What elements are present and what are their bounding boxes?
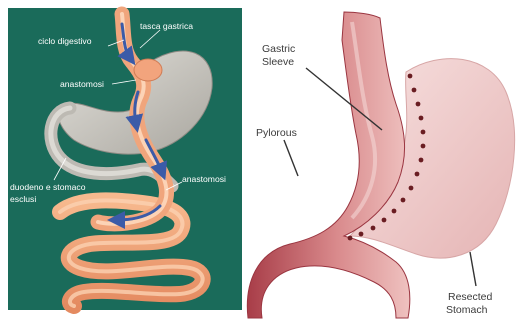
label-excluded-line2: esclusi	[10, 194, 36, 204]
label-gastric-line1: Gastric	[262, 43, 295, 55]
label-resected-line1: Resected	[448, 291, 493, 303]
left-panel: ciclo digestivo tasca gastrica anastomos…	[8, 8, 242, 310]
label-gastric-line2: Sleeve	[262, 56, 294, 68]
label-tasca-gastrica: tasca gastrica	[140, 21, 193, 31]
label-pylorous: Pylorous	[256, 127, 297, 139]
label-excluded-line1: duodeno e stomaco	[10, 182, 86, 192]
label-anastomosi-upper: anastomosi	[60, 79, 104, 89]
gastric-pouch	[134, 59, 162, 81]
label-ciclo-digestivo: ciclo digestivo	[38, 36, 92, 46]
label-anastomosi-lower: anastomosi	[182, 174, 226, 184]
right-panel: Gastric Sleeve Pylorous Resected Stomach	[247, 12, 514, 318]
label-resected-line2: Stomach	[446, 304, 488, 316]
